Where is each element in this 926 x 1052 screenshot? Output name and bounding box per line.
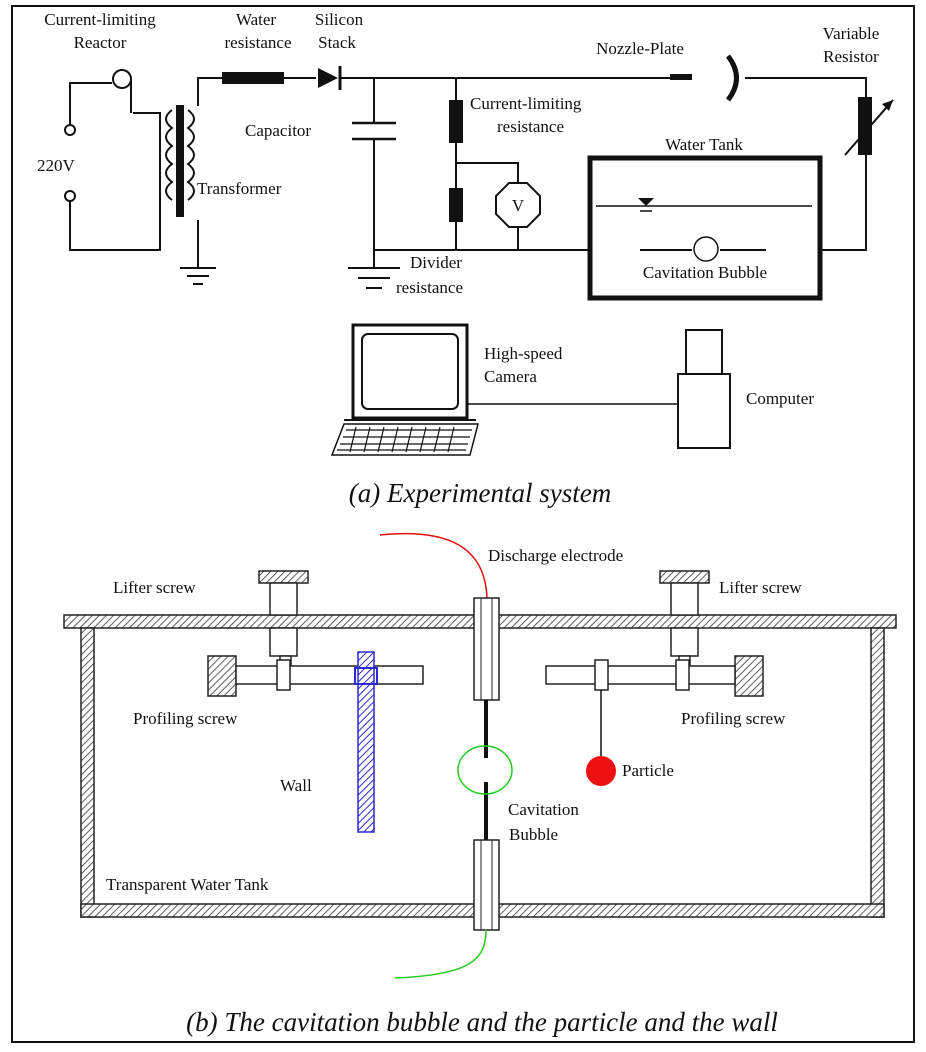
label-current-limiting: Current-limiting (470, 94, 582, 113)
variable-resistor (844, 97, 894, 156)
label-wall: Wall (280, 776, 312, 795)
ac-source (64, 82, 161, 251)
label-discharge-electrode: Discharge electrode (488, 546, 623, 565)
left-screw-assembly (207, 570, 424, 697)
label-computer: Computer (746, 389, 814, 408)
transformer (165, 77, 222, 285)
label-water-tank: Water Tank (665, 135, 743, 154)
label-particle: Particle (622, 761, 674, 780)
voltmeter (495, 182, 541, 228)
label-camera: Camera (484, 367, 537, 386)
wall (354, 651, 378, 833)
figure-frame (11, 5, 915, 1043)
caption-a: (a) Experimental system (349, 478, 611, 508)
label-transparent-water-tank: Transparent Water Tank (106, 875, 269, 894)
label-variable: Variable (823, 24, 880, 43)
high-speed-camera (677, 329, 731, 449)
caption-b: (b) The cavitation bubble and the partic… (186, 1007, 778, 1037)
label-lifter-screw-left: Lifter screw (113, 578, 196, 597)
nozzle (670, 74, 692, 80)
keyboard (330, 423, 479, 456)
computer-monitor (344, 323, 678, 421)
label-transformer: Transformer (197, 179, 282, 198)
label-water-resistance: resistance (224, 33, 291, 52)
circuit-diagram (64, 54, 894, 301)
right-screw-assembly (545, 570, 764, 762)
capacitor (352, 78, 396, 250)
discharge-electrode (379, 532, 500, 979)
label-stack: Stack (318, 33, 356, 52)
label-lifter-screw-right: Lifter screw (719, 578, 802, 597)
label-current-limiting-reactor: Current-limiting (44, 10, 156, 29)
ground-symbol (348, 250, 400, 289)
cavitation-bubble (457, 745, 513, 795)
label-resistor: Resistor (823, 47, 879, 66)
label-bubble: Bubble (509, 825, 558, 844)
label-divider: Divider (410, 253, 462, 272)
current-limiting-reactor (112, 69, 132, 113)
label-resistance: resistance (497, 117, 564, 136)
water-tank (587, 155, 823, 301)
water-resistance (222, 72, 284, 84)
nozzle-plate (725, 54, 739, 102)
divider-resistor (449, 188, 463, 222)
part-b-labels: Discharge electrode Lifter screw Lifter … (106, 546, 802, 1037)
label-profiling-screw-left: Profiling screw (133, 709, 238, 728)
particle (586, 756, 616, 786)
label-silicon: Silicon (315, 10, 364, 29)
label-profiling-screw-right: Profiling screw (681, 709, 786, 728)
label-cavitation-bubble-a: Cavitation Bubble (643, 263, 767, 282)
label-reactor: Reactor (74, 33, 127, 52)
silicon-stack-diode (318, 66, 342, 90)
label-water: Water (236, 10, 276, 29)
label-capacitor: Capacitor (245, 121, 311, 140)
label-divider-resistance: resistance (396, 278, 463, 297)
label-cavitation: Cavitation (508, 800, 579, 819)
part-a-labels: Current-limiting Reactor Water resistanc… (37, 10, 879, 508)
label-nozzle-plate: Nozzle-Plate (596, 39, 684, 58)
label-220v: 220V (37, 156, 76, 175)
voltmeter-symbol: V (512, 196, 525, 215)
label-high-speed: High-speed (484, 344, 563, 363)
current-limiting-resistor (449, 100, 463, 143)
